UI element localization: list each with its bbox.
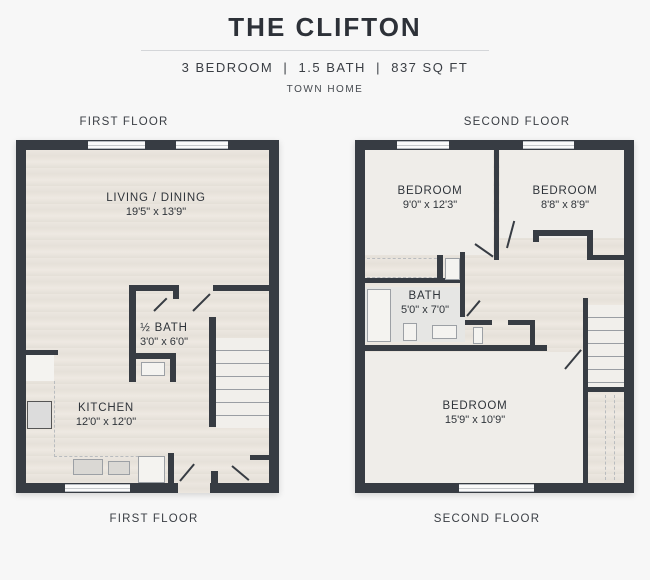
room-name: BEDROOM (532, 185, 598, 197)
window (523, 141, 574, 149)
wall (494, 150, 499, 260)
wall (129, 285, 136, 382)
wall (250, 455, 269, 460)
second-floor-label-top: SECOND FLOOR (463, 116, 571, 128)
staircase (588, 305, 624, 387)
window (65, 484, 130, 492)
wall (583, 298, 588, 483)
wall (365, 345, 547, 351)
window (176, 141, 228, 149)
wall (587, 255, 624, 260)
sink-icon (141, 362, 165, 376)
wall (355, 140, 634, 150)
window (88, 141, 145, 149)
room-dims: 9'0" x 12'3" (402, 199, 458, 211)
room-name: ½ BATH (140, 322, 188, 334)
room-bath: BATH 5'0" x 7'0" (385, 290, 465, 316)
toilet-icon (403, 323, 417, 341)
wall (168, 453, 174, 483)
wall (465, 320, 492, 325)
wall (16, 483, 279, 493)
wall (16, 140, 26, 493)
room-dims: 15'9" x 10'9" (444, 414, 506, 426)
room-dims: 19'5" x 13'9" (125, 206, 187, 218)
closet-icon (473, 327, 483, 344)
linen-closet-icon (445, 258, 460, 280)
wall (624, 140, 634, 493)
first-floor-label-bottom: FIRST FLOOR (109, 513, 199, 525)
refrigerator-icon (26, 355, 54, 381)
wall (588, 387, 624, 392)
plan-title: THE CLIFTON (228, 12, 422, 42)
wall (211, 471, 218, 483)
wall (530, 320, 535, 347)
second-floor-plan: BATH 5'0" x 7'0" BEDROOM 9'0" x 12'3" BE… (355, 140, 634, 493)
first-floor-label-top: FIRST FLOOR (79, 116, 169, 128)
counter-outline (54, 381, 154, 457)
room-bedroom-1: BEDROOM 9'0" x 12'3" (375, 185, 485, 211)
second-floor-label-bottom: SECOND FLOOR (433, 513, 541, 525)
bedroom-carpet (365, 352, 587, 483)
vanity-sink-icon (432, 325, 457, 339)
room-kitchen: KITCHEN 12'0" x 12'0" (56, 402, 156, 428)
wall (269, 140, 279, 493)
room-name: BEDROOM (442, 400, 508, 412)
room-dims: 3'0" x 6'0" (139, 336, 189, 348)
wall (129, 353, 176, 359)
wall (460, 252, 465, 317)
wall (533, 230, 539, 242)
bedroom-carpet (500, 150, 624, 238)
wall (437, 255, 443, 283)
wall (173, 285, 179, 299)
wall (355, 140, 365, 493)
window (459, 484, 534, 492)
wall (170, 353, 176, 382)
room-dims: 8'8" x 8'9" (540, 199, 590, 211)
title-divider (141, 50, 489, 51)
pantry-icon (138, 456, 165, 483)
room-name: BATH (408, 290, 442, 302)
window (397, 141, 449, 149)
bathtub-icon (367, 289, 391, 342)
room-dims: 5'0" x 7'0" (400, 304, 450, 316)
wall (16, 140, 279, 150)
room-living-dining: LIVING / DINING 19'5" x 13'9" (66, 192, 246, 218)
wall (26, 350, 58, 355)
room-name: LIVING / DINING (106, 192, 206, 204)
staircase (216, 338, 269, 428)
plan-type: TOWN HOME (286, 84, 364, 95)
room-dims: 12'0" x 12'0" (75, 416, 137, 428)
bedroom-carpet (365, 150, 493, 255)
wall (129, 285, 179, 291)
room-half-bath: ½ BATH 3'0" x 6'0" (124, 322, 204, 348)
room-bedroom-3: BEDROOM 15'9" x 10'9" (405, 400, 545, 426)
wall (213, 285, 273, 291)
first-floor-plan: ½ BATH 3'0" x 6'0" LIVING / DINING 19'5"… (16, 140, 279, 493)
front-door-opening (178, 483, 210, 493)
kitchen-sink-icon (73, 459, 103, 475)
room-name: BEDROOM (397, 185, 463, 197)
room-name: KITCHEN (77, 402, 135, 414)
dishwasher-icon (108, 461, 130, 475)
wall (365, 278, 465, 283)
closet-outline (605, 395, 615, 480)
wall (209, 317, 216, 427)
room-bedroom-2: BEDROOM 8'8" x 8'9" (510, 185, 620, 211)
plan-specs: 3 BEDROOM | 1.5 BATH | 837 SQ FT (181, 60, 469, 75)
wall (508, 320, 535, 325)
wall (533, 230, 593, 236)
closet-outline (367, 258, 442, 278)
wall (587, 230, 593, 260)
stove-icon (27, 401, 52, 429)
